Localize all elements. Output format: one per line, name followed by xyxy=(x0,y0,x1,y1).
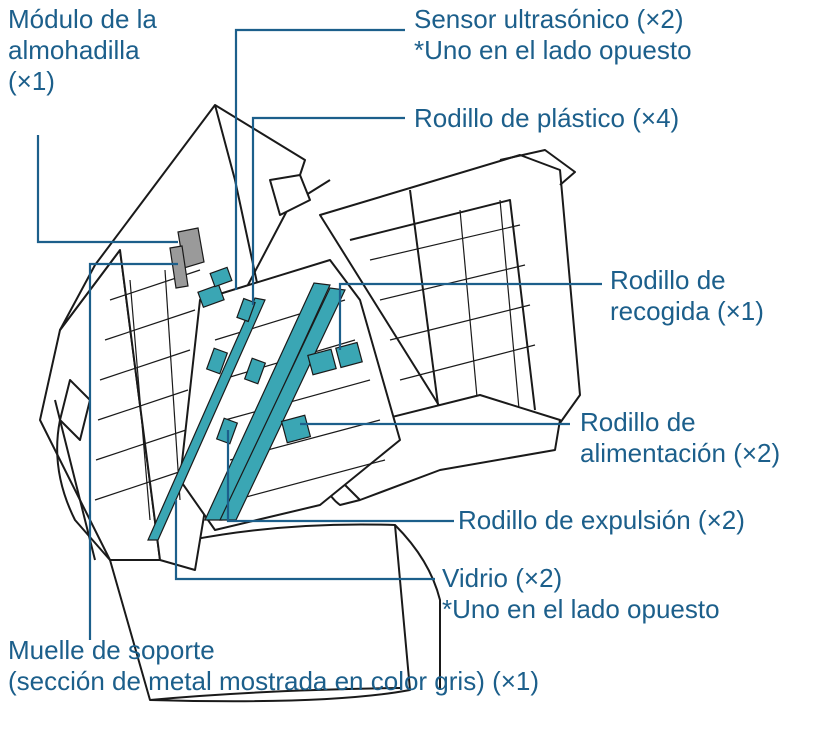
leader-sheet-guide xyxy=(88,262,178,640)
leader-plastic-roller xyxy=(251,116,405,305)
ultrasonic-sensor-part xyxy=(197,283,225,309)
leader-eject-roller xyxy=(226,430,454,523)
leader-ultrasonic-sensor xyxy=(234,28,405,290)
scanner-body xyxy=(39,104,581,703)
label-plastic-roller: Rodillo de plástico (×4) xyxy=(414,103,680,133)
pick-roller-part xyxy=(307,348,337,376)
feed-roller-part xyxy=(280,414,312,444)
label-feed-roller: Rodillo de alimentación (×2) xyxy=(580,407,781,468)
glass-part xyxy=(147,297,266,541)
label-sheet-guide: Muelle de soporte (sección de metal most… xyxy=(8,635,540,696)
leader-lines xyxy=(36,28,602,640)
leader-pick-roller xyxy=(338,282,602,350)
label-ultrasonic-sensor: Sensor ultrasónico (×2) *Uno en el lado … xyxy=(414,4,692,65)
leader-glass xyxy=(174,500,435,581)
plastic-roller-part xyxy=(205,347,229,375)
highlighted-parts xyxy=(147,227,363,541)
label-pad-module: Módulo de la almohadilla (×1) xyxy=(8,4,157,96)
leader-pad-module xyxy=(36,135,178,244)
label-pick-roller: Rodillo de recogida (×1) xyxy=(610,265,764,326)
label-eject-roller: Rodillo de expulsión (×2) xyxy=(458,505,745,535)
label-glass: Vidrio (×2) *Uno en el lado opuesto xyxy=(442,563,720,624)
